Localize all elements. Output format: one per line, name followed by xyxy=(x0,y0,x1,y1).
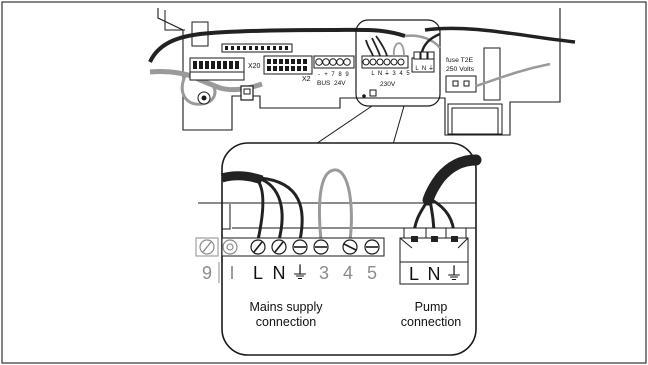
pump-caption: Pump connection xyxy=(388,300,474,330)
label-bus-voltage: 24V xyxy=(334,80,346,87)
mains-caption-line2: connection xyxy=(255,315,317,329)
terminal-number: L xyxy=(253,263,263,283)
label-x20: X20 xyxy=(248,63,261,70)
pump-terminal-label: L xyxy=(409,264,419,284)
label-bus: BUS xyxy=(317,80,331,87)
terminal-screw xyxy=(250,239,266,255)
jumper-wire xyxy=(317,168,353,241)
mains-wire-earth xyxy=(259,176,304,241)
pump-terminal-labels-small: L N ⏚ xyxy=(415,65,434,72)
terminal-number: I xyxy=(229,263,234,283)
terminal-number: ⏚ xyxy=(291,263,309,283)
bus-terminal-label: - xyxy=(318,72,320,78)
small-wire-dark xyxy=(371,37,381,57)
fuse-label: fuse T2E xyxy=(446,57,474,64)
phone-socket xyxy=(240,85,254,101)
mains-wire-live xyxy=(253,176,265,241)
small-component xyxy=(369,89,377,97)
label-x2: X2 xyxy=(302,76,311,83)
main-cable xyxy=(148,27,406,63)
fuse-holder xyxy=(445,75,477,93)
pump-caption-line1: Pump xyxy=(414,300,448,314)
bus-terminal-label: + xyxy=(324,72,328,78)
terminal-number: 4 xyxy=(343,263,353,283)
pump-terminal-label-small: ⏚ xyxy=(428,65,434,72)
pump-label-box xyxy=(399,261,469,285)
magnified-detail: 9 I L N ⏚ 3 4 5 L N ⏚ xyxy=(195,142,482,356)
pump-terminal-label: ⏚ xyxy=(445,264,463,284)
label-mains-voltage: 230V xyxy=(380,81,396,88)
pump-terminal-label-row: L N ⏚ xyxy=(399,261,469,285)
pump-cable-small xyxy=(420,32,441,53)
bus-terminal-label: 8 xyxy=(338,72,342,78)
pump-connector-block xyxy=(399,227,469,263)
mains-terminal-label-small: 3 xyxy=(392,71,396,77)
terminal-screw-9 xyxy=(195,237,219,257)
mains-terminal-labels-small: L N ⏚ 3 4 5 xyxy=(371,70,410,77)
magnifier-line-left xyxy=(309,105,373,149)
small-cable-grey xyxy=(404,34,441,49)
left-top-wire xyxy=(164,10,185,31)
board-edge-step xyxy=(222,204,231,230)
mains-caption-line1: Mains supply xyxy=(249,300,323,314)
side-rail xyxy=(483,47,501,101)
terminal-number: 3 xyxy=(319,263,329,283)
connector-row-top xyxy=(221,43,293,53)
magnifier-line-right xyxy=(391,105,405,149)
mains-supply-caption: Mains supply connection xyxy=(228,300,344,330)
connector-x2 xyxy=(263,55,313,75)
mains-terminal-label-small: ⏚ xyxy=(384,70,390,77)
bus-terminal-label: 9 xyxy=(345,72,349,78)
pump-terminal-label-small: L xyxy=(415,66,419,72)
terminal-screw xyxy=(222,239,238,255)
terminal-number: 5 xyxy=(367,263,377,283)
mains-terminal-label-small: 4 xyxy=(399,71,403,77)
control-board-overview: X20 X2 - + 7 8 xyxy=(148,8,576,136)
terminal-screw xyxy=(292,239,308,255)
pump-caption-line2: connection xyxy=(400,315,462,329)
terminal-screw xyxy=(313,239,329,255)
connector-x20 xyxy=(189,57,245,81)
magnifier-source-frame xyxy=(355,19,441,107)
small-wire-dark xyxy=(375,35,388,57)
bus-terminal-block xyxy=(313,55,355,69)
mains-terminal-label-small: L xyxy=(371,71,375,77)
terminal-number: 9 xyxy=(202,263,212,283)
mains-terminal-label-small: N xyxy=(378,71,382,77)
terminal-screw xyxy=(342,239,358,255)
terminal-number: N xyxy=(273,263,286,283)
terminal-screw xyxy=(364,239,380,255)
bus-terminal-label: 7 xyxy=(331,72,335,78)
pump-terminal-block-small xyxy=(411,51,435,73)
pump-cable xyxy=(422,154,482,206)
right-grey-cable xyxy=(475,62,551,88)
pump-terminal-label-small: N xyxy=(422,66,426,72)
mains-terminal-block-small xyxy=(361,55,409,69)
small-wire-dark xyxy=(365,39,374,57)
terminal-number-row: 9 I L N ⏚ 3 4 5 xyxy=(202,263,377,283)
pump-terminal-label: N xyxy=(428,264,441,284)
small-wire-grey xyxy=(392,42,405,57)
terminal-screws xyxy=(222,239,380,255)
mains-terminal-label-small: 5 xyxy=(406,71,410,77)
right-cable xyxy=(424,26,576,44)
mains-wire-neutral xyxy=(257,176,284,241)
bus-terminal-labels: - + 7 8 9 xyxy=(318,72,349,78)
terminal-screw xyxy=(271,239,287,255)
fuse-rating: 250 Volts xyxy=(446,66,475,73)
